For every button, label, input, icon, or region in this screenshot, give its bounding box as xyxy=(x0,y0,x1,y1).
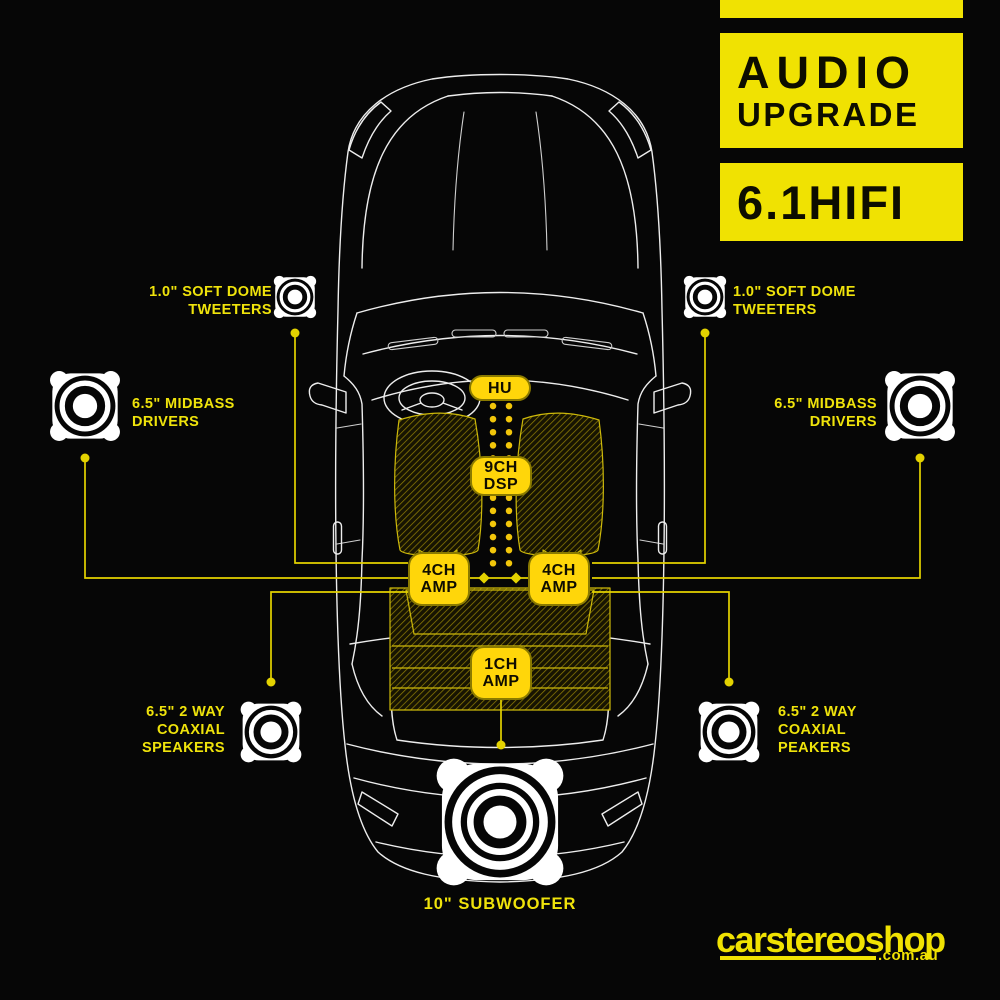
label-line: DRIVERS xyxy=(132,414,200,430)
wire-node-coaxial-right xyxy=(724,677,734,687)
box-line: 9CH xyxy=(484,459,518,476)
tweeter-speaker-icon-right xyxy=(682,274,728,320)
label-line: DRIVERS xyxy=(809,414,877,430)
amp-sub-box: 1CH AMP xyxy=(470,646,532,700)
header-title-audio: AUDIO xyxy=(737,47,917,98)
label-midbass-left: 6.5" MIDBASS DRIVERS xyxy=(132,395,302,431)
amp-front-right-box: 4CH AMP xyxy=(528,552,590,606)
label-line: COAXIAL xyxy=(778,722,847,738)
midbass-speaker-icon-left xyxy=(50,371,120,441)
label-coaxial-left: 6.5" 2 WAY COAXIAL SPEAKERS xyxy=(65,703,225,757)
wire-coaxial-right xyxy=(592,591,730,681)
side-mirror-right xyxy=(653,382,692,414)
amp-front-left-box: 4CH AMP xyxy=(408,552,470,606)
label-midbass-right: 6.5" MIDBASS DRIVERS xyxy=(697,395,877,431)
header-title-block: AUDIO UPGRADE xyxy=(720,33,963,148)
hood-line-left xyxy=(361,95,449,269)
label-line: PEAKERS xyxy=(778,740,851,756)
label-line: 1.0" SOFT DOME xyxy=(733,284,856,300)
coaxial-speaker-icon-right xyxy=(699,702,760,763)
door-handle-left xyxy=(332,521,343,555)
wire-tweeter-left xyxy=(294,334,408,564)
label-coaxial-right: 6.5" 2 WAY COAXIAL PEAKERS xyxy=(778,703,938,757)
wire-coaxial-left xyxy=(270,591,408,681)
hood-nose-line xyxy=(447,91,553,97)
dash-vents xyxy=(387,329,613,351)
label-line: 6.5" MIDBASS xyxy=(774,396,877,412)
wire-tweeter-right xyxy=(592,334,706,564)
wire-diamond-right xyxy=(510,572,522,584)
brand-domain: .com.au xyxy=(878,947,939,964)
midbass-speaker-icon-right xyxy=(885,371,955,441)
label-line: TWEETERS xyxy=(733,302,817,318)
label-tweeter-left: 1.0" SOFT DOME TWEETERS xyxy=(90,283,272,319)
label-line: 6.5" 2 WAY xyxy=(146,704,225,720)
head-unit-box: HU xyxy=(469,375,531,401)
wire-diamond-left xyxy=(478,572,490,584)
hood-crease-right xyxy=(535,111,548,251)
dsp-signal-dots xyxy=(489,402,513,580)
label-line: 6.5" MIDBASS xyxy=(132,396,235,412)
box-line: 4CH xyxy=(542,562,576,579)
label-line: COAXIAL xyxy=(156,722,225,738)
label-line: 10" SUBWOOFER xyxy=(423,895,577,913)
side-mirror-left xyxy=(308,382,347,414)
box-line: 1CH xyxy=(484,656,518,673)
header-spec-text: 6.1HIFI xyxy=(737,175,906,229)
headlight-left xyxy=(348,101,392,159)
wire-midbass-left xyxy=(84,459,408,579)
wire-node-tweeter-right xyxy=(700,328,710,338)
diffuser-fin-right xyxy=(601,791,643,827)
label-line: 6.5" 2 WAY xyxy=(778,704,857,720)
dsp-box: 9CH DSP xyxy=(470,456,532,496)
label-line: TWEETERS xyxy=(188,302,272,318)
front-seat-right xyxy=(515,412,604,557)
box-line: AMP xyxy=(482,673,520,690)
car-body-silhouette xyxy=(334,73,666,883)
brand-logo: carstereoshop xyxy=(716,919,946,960)
diffuser-fin-left xyxy=(357,791,399,827)
wire-node-subwoofer xyxy=(496,740,506,750)
box-line: AMP xyxy=(540,579,578,596)
tweeter-speaker-icon-left xyxy=(272,274,318,320)
wire-midbass-right xyxy=(592,459,921,579)
header-spec-block: 6.1HIFI xyxy=(720,163,963,241)
header-accent-bar xyxy=(720,0,963,18)
hood-line-right xyxy=(551,95,639,269)
front-seat-left xyxy=(394,412,483,557)
door-seams xyxy=(336,423,664,545)
door-line-right xyxy=(635,375,657,665)
wire-node-midbass-right xyxy=(915,453,925,463)
box-line: HU xyxy=(487,379,513,397)
wire-node-midbass-left xyxy=(80,453,90,463)
wire-node-tweeter-left xyxy=(290,328,300,338)
box-line: 4CH xyxy=(422,562,456,579)
windshield-bottom-arc xyxy=(362,334,638,355)
subwoofer-speaker-icon xyxy=(437,759,564,886)
c-pillar-right xyxy=(617,663,649,717)
windshield-top-arc xyxy=(356,291,644,314)
a-pillar-right xyxy=(642,312,657,377)
hood-crease-left xyxy=(452,111,465,251)
label-tweeter-right: 1.0" SOFT DOME TWEETERS xyxy=(733,283,923,319)
label-subwoofer: 10" SUBWOOFER xyxy=(380,895,620,913)
wire-node-coaxial-left xyxy=(266,677,276,687)
speaker-wires xyxy=(80,328,925,750)
label-line: 1.0" SOFT DOME xyxy=(149,284,272,300)
coaxial-speaker-icon-left xyxy=(241,702,302,763)
label-line: SPEAKERS xyxy=(142,740,225,756)
headlight-right xyxy=(608,101,652,159)
a-pillar-left xyxy=(343,312,358,377)
c-pillar-left xyxy=(351,663,383,717)
box-line: DSP xyxy=(483,476,519,493)
brand-underline xyxy=(720,956,876,960)
header-title-upgrade: UPGRADE xyxy=(737,96,920,133)
door-line-left xyxy=(343,375,365,665)
box-line: AMP xyxy=(420,579,458,596)
door-handle-right xyxy=(657,521,668,555)
